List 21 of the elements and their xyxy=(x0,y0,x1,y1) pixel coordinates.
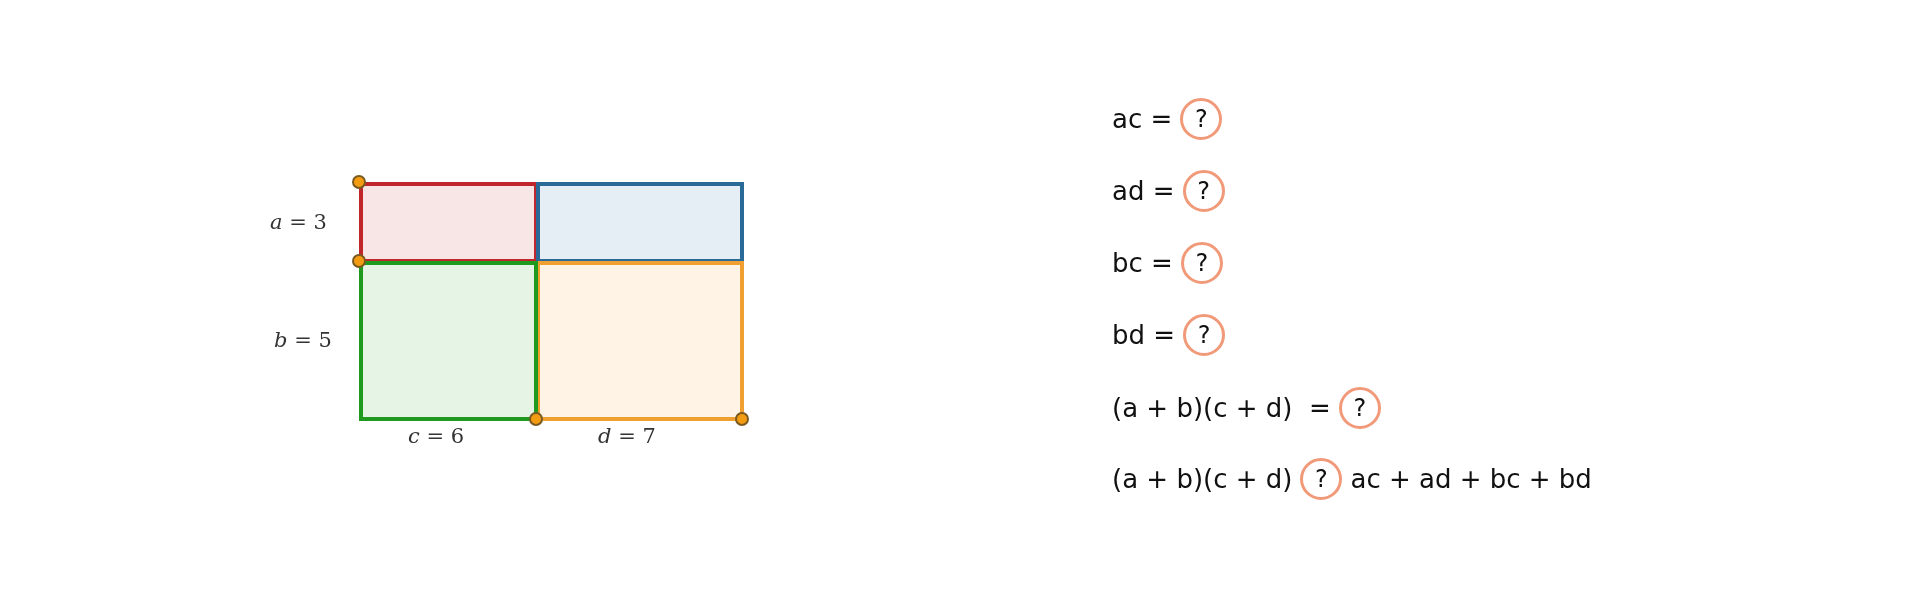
dimension-label: a = 3 xyxy=(270,210,327,234)
equation-text: (a + b)(c + d) = xyxy=(1112,393,1331,423)
answer-blank: ? xyxy=(1300,458,1343,500)
equation-text: ac + ad + bc + bd xyxy=(1350,464,1592,494)
equation-text: ad = xyxy=(1112,176,1175,206)
dimension-label: d = 7 xyxy=(598,424,656,448)
equation-text: bc = xyxy=(1112,248,1173,278)
answer-blank: ? xyxy=(1180,242,1223,284)
equation-text: ac = xyxy=(1112,104,1173,134)
answer-blank: ? xyxy=(1182,170,1225,212)
dimension-label: c = 6 xyxy=(408,424,465,448)
equation-text: (a + b)(c + d) xyxy=(1112,464,1293,494)
area-rectangle xyxy=(536,261,744,421)
area-rectangle xyxy=(536,182,744,263)
equation-text: bd = xyxy=(1112,320,1176,350)
dimension-label: b = 5 xyxy=(274,328,332,352)
area-rectangle xyxy=(359,261,538,421)
area-rectangle xyxy=(359,182,538,263)
answer-blank: ? xyxy=(1338,387,1381,429)
answer-blank: ? xyxy=(1183,314,1226,356)
answer-blank: ? xyxy=(1180,98,1223,140)
